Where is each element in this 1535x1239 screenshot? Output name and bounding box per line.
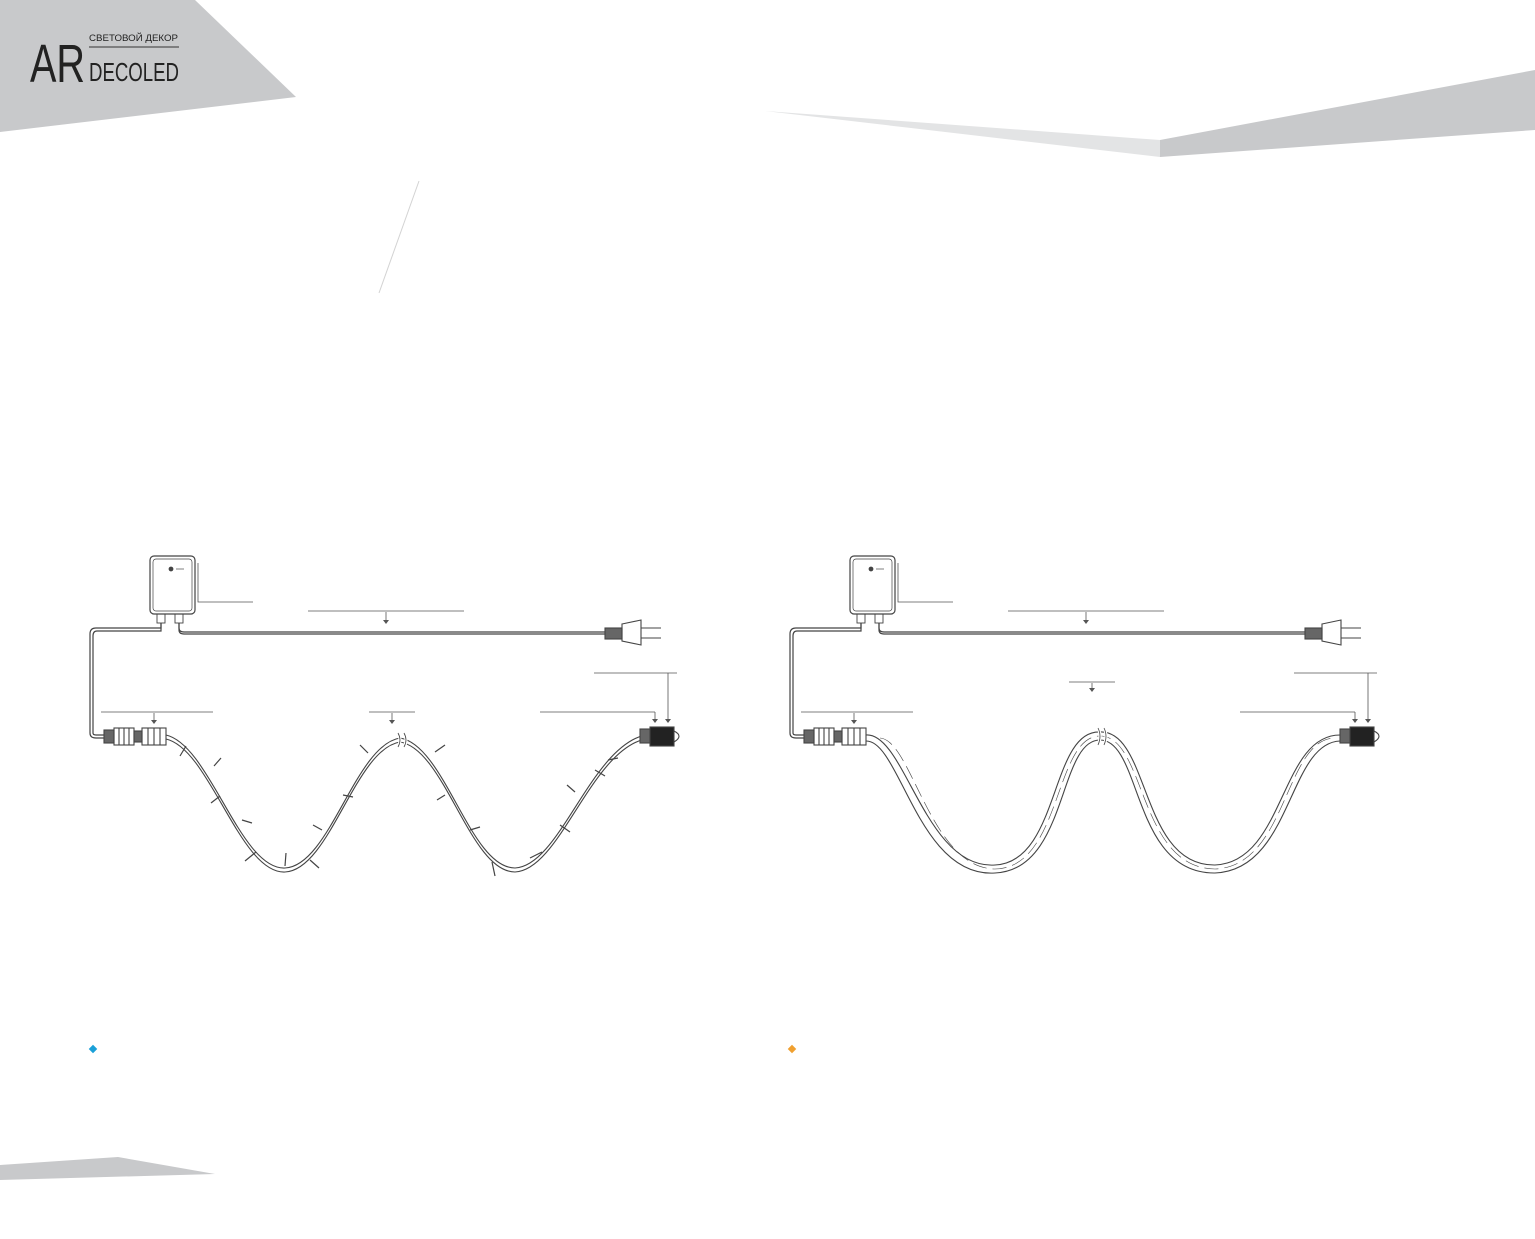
logo-letters: AR xyxy=(30,34,85,94)
footer-band-left xyxy=(0,1157,215,1180)
led-bulbs xyxy=(179,744,619,877)
connector-left-2 xyxy=(803,727,867,746)
decorative-slash xyxy=(378,180,420,294)
end-connector xyxy=(639,726,680,747)
string-light-diagram xyxy=(89,555,680,877)
flex-strip-diagram xyxy=(789,555,1380,874)
brand-logo: AR СВЕТОВОЙ ДЕКОР DECOLED xyxy=(30,32,179,94)
header-band-right xyxy=(765,70,1535,157)
header-band-left xyxy=(0,0,296,132)
logo-brand: DECOLED xyxy=(89,57,179,87)
flex-strip xyxy=(865,727,1341,874)
string-wire xyxy=(165,732,646,873)
callout-lines-2 xyxy=(801,563,1377,722)
wall-plug-2 xyxy=(1304,619,1361,646)
arrow-heads xyxy=(151,620,671,724)
power-cable-2 xyxy=(789,623,1305,739)
bullet-left xyxy=(88,1044,98,1054)
power-adapter xyxy=(149,555,196,624)
end-connector-2 xyxy=(1339,726,1380,747)
logo-tagline: СВЕТОВОЙ ДЕКОР xyxy=(89,32,178,44)
arrow-heads-2 xyxy=(851,620,1371,724)
wall-plug xyxy=(604,619,661,646)
connector-left xyxy=(103,727,167,746)
callout-lines xyxy=(101,563,677,722)
bullet-right xyxy=(787,1044,797,1054)
power-cable xyxy=(89,623,605,739)
power-adapter-2 xyxy=(849,555,896,624)
